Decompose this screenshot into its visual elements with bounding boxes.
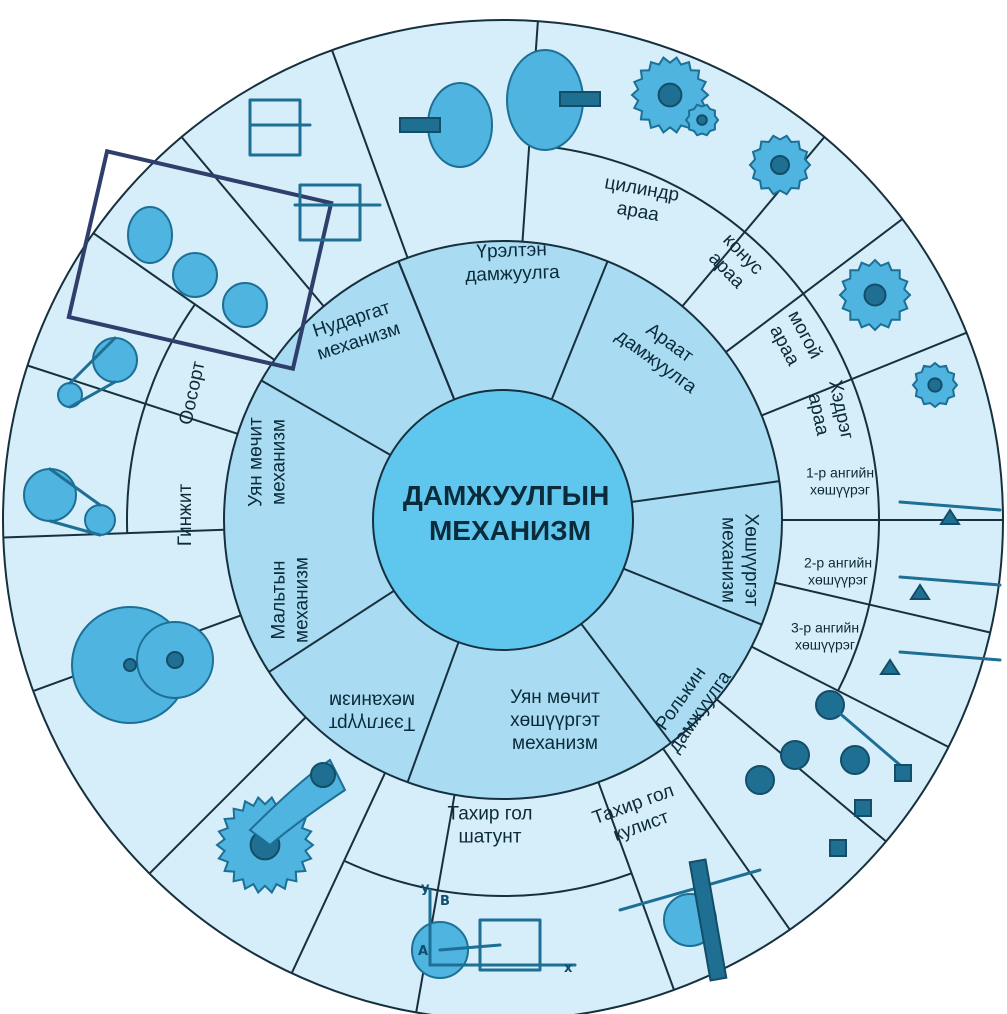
subtype-label-line: 3-р ангийн	[791, 620, 859, 636]
category-label-line: механизм	[269, 419, 290, 505]
category-label-line: механизм	[329, 690, 415, 711]
subtype-label-line: хөшүүрэг	[810, 482, 870, 498]
category-label: Үрэлтэндамжуулга	[464, 239, 560, 286]
subtype-label: Гинжит	[175, 484, 196, 547]
category-label: Хөшүүргэтмеханизм	[718, 514, 762, 607]
subtype-label-line: шатунт	[458, 827, 521, 848]
crank-slider-illustration: y x B A	[411, 881, 577, 979]
center-circle	[372, 389, 634, 651]
subtype-label-line: 1-р ангийн	[806, 465, 874, 481]
geneva-drive-illustration	[71, 606, 214, 724]
worm-gear-illustration	[838, 258, 912, 332]
category-label-line: хөшүүргэт	[510, 710, 600, 731]
belt-drive-illustration	[57, 336, 138, 409]
center-title: ДАМЖУУЛГЫН МЕХАНИЗМ	[403, 480, 617, 546]
linkage-illustration	[248, 98, 382, 242]
axis-x-letter: x	[564, 961, 573, 976]
category-label-line: механизм	[292, 557, 313, 643]
category-label-line: Мальтын	[269, 561, 290, 640]
ratchet-pawl-illustration	[248, 758, 347, 847]
subtype-label-line: Тахир гол	[447, 804, 532, 825]
category-label-line: Уян мөчит	[246, 417, 267, 507]
lever-illustration	[898, 575, 1002, 600]
category-label-line: Тээглүүрт	[328, 713, 415, 734]
category-label-line: Үрэлтэн	[476, 239, 547, 262]
illustrations: y x B A	[23, 49, 1002, 982]
cam-mechanism-illustration	[66, 148, 334, 372]
rack-gear-illustration	[911, 361, 959, 409]
spur-gear-small-illustration	[684, 103, 720, 137]
friction-drive-illustration	[399, 49, 601, 168]
crank-slotted-illustration	[618, 858, 762, 982]
category-label-line: Хөшүүргэт	[741, 514, 762, 607]
chain-drive-illustration	[23, 467, 116, 537]
point-a-letter: A	[418, 944, 428, 959]
subtype-label-line: хөшүүрэг	[795, 637, 855, 653]
subtype-label-line: Гинжит	[175, 484, 196, 547]
category-label-line: дамжуулга	[465, 262, 560, 286]
category-label-line: Уян мөчит	[510, 687, 600, 708]
category-label-line: механизм	[718, 517, 739, 603]
divider-lines	[3, 21, 1003, 1013]
category-label-line: механизм	[512, 733, 598, 754]
lever-illustration	[879, 650, 1002, 675]
subtype-label-line: 2-р ангийн	[804, 555, 872, 571]
point-b-letter: B	[440, 894, 450, 909]
bevel-gear-illustration	[748, 134, 812, 196]
axis-y-letter: y	[421, 881, 430, 896]
category-label: Тээглүүртмеханизм	[328, 690, 415, 734]
lever-illustration	[898, 500, 1002, 525]
pulley-illustration	[745, 690, 912, 857]
subtype-label-line: хөшүүрэг	[808, 572, 868, 588]
